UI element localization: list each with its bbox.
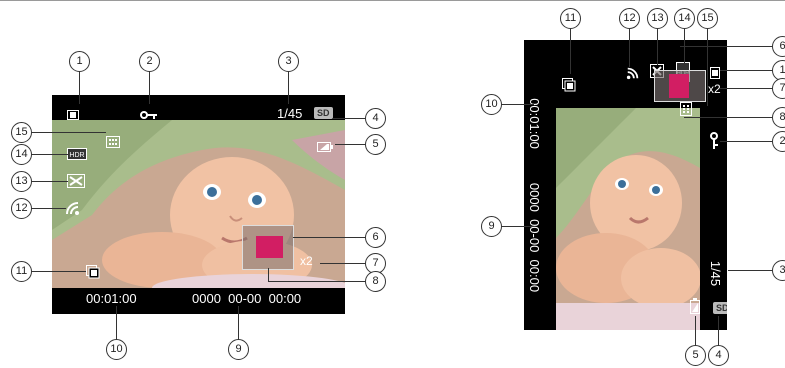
face-detect-icon: [106, 135, 120, 153]
leader-line-12: [30, 208, 66, 209]
leader-line-3: [288, 70, 289, 104]
right-zoom-ratio: x2: [708, 82, 721, 96]
right-frame-count: 1/45: [708, 260, 724, 287]
left-date-time: 0000 00-00 00:00: [192, 291, 302, 306]
left-sd-card-badge: SD: [314, 107, 333, 119]
battery-icon: [317, 139, 333, 157]
callout-10: 10: [106, 339, 127, 360]
wifi-signal-icon: [65, 201, 81, 220]
leader-line-r4: [718, 316, 719, 346]
leader-line-r12: [629, 29, 630, 67]
leader-line-5: [335, 144, 366, 145]
callout-r13: 13: [647, 8, 668, 29]
callout-r4: 4: [708, 345, 729, 366]
callout-r14: 14: [674, 8, 695, 29]
right-date-time: 0000 00-00 00:00: [527, 182, 543, 293]
callout-r5: 5: [685, 345, 706, 366]
callout-13: 13: [11, 171, 32, 192]
leader-line-2: [149, 70, 150, 104]
leader-line-8a: [268, 268, 269, 281]
callout-r6: 6: [772, 36, 785, 57]
right-lcd-screen: HDR x2 00:01:00 0000 00-00 00:00 1/45 SD: [524, 40, 727, 330]
left-elapsed-time: 00:01:00: [86, 291, 137, 306]
leader-line-6: [293, 237, 366, 238]
leader-line-r7: [720, 88, 773, 89]
protect-key-icon: [708, 132, 720, 155]
battery-icon: [690, 298, 700, 319]
right-sd-card-badge: SD: [713, 302, 727, 314]
callout-15: 15: [11, 122, 32, 143]
leader-line-11: [30, 271, 86, 272]
leader-line-7: [320, 263, 366, 264]
callout-r9: 9: [481, 216, 502, 237]
callout-12: 12: [11, 198, 32, 219]
movie-mode-icon: [67, 107, 79, 125]
callout-r15: 15: [697, 8, 718, 29]
baby-photo-image-rotated: [556, 108, 700, 330]
leader-line-r6: [680, 46, 773, 47]
leader-line-r3: [728, 270, 773, 271]
callout-8: 8: [365, 271, 386, 292]
wifi-signal-icon: [626, 66, 640, 85]
continuous-shot-icon: [562, 78, 576, 97]
left-zoom-indicator: [242, 225, 294, 270]
callout-3: 3: [278, 51, 299, 72]
stabilizer-icon: [67, 174, 85, 193]
leader-line-r2: [720, 141, 773, 142]
leader-line-8b: [268, 281, 366, 282]
callout-1: 1: [69, 51, 90, 72]
callout-6: 6: [365, 227, 386, 248]
leader-line-4: [333, 118, 366, 119]
callout-5: 5: [365, 134, 386, 155]
svg-text:HDR: HDR: [69, 152, 84, 159]
hdr-icon: HDR: [67, 147, 87, 165]
callout-r12: 12: [619, 8, 640, 29]
leader-line-14: [30, 154, 68, 155]
callout-11: 11: [11, 261, 32, 282]
leader-line-r9: [500, 226, 534, 227]
leader-line-r8: [684, 117, 773, 118]
leader-line-10: [116, 306, 117, 340]
callout-r3: 3: [772, 260, 785, 281]
right-zoom-area: [669, 74, 689, 98]
movie-mode-icon: [710, 66, 720, 84]
leader-line-r1: [720, 70, 773, 71]
leader-line-9: [238, 306, 239, 340]
callout-2: 2: [139, 51, 160, 72]
leader-line-15: [30, 132, 106, 133]
leader-line-13: [30, 181, 68, 182]
callout-r8: 8: [772, 107, 785, 128]
callout-14: 14: [11, 144, 32, 165]
left-lcd-screen: 1/45 SD HDR x2 00:01:00 0000 00-00 00:00: [52, 95, 345, 314]
callout-r7: 7: [772, 78, 785, 99]
top-divider: [0, 0, 785, 1]
leader-line-r10: [500, 104, 534, 105]
leader-line-1: [79, 70, 80, 104]
continuous-shot-icon: [86, 265, 100, 284]
right-elapsed-time: 00:01:00: [526, 98, 542, 149]
callout-9: 9: [228, 339, 249, 360]
callout-r2: 2: [772, 131, 785, 152]
left-zoom-ratio: x2: [300, 254, 313, 268]
left-frame-count: 1/45: [277, 106, 303, 121]
protect-key-icon: [140, 107, 158, 125]
callout-r11: 11: [560, 8, 581, 29]
right-zoom-indicator: [654, 70, 706, 102]
right-baby-photo: [556, 108, 700, 330]
callout-r10: 10: [481, 94, 502, 115]
leader-line-r11: [570, 29, 571, 74]
leader-line-r15: [707, 29, 708, 106]
callout-4: 4: [365, 108, 386, 129]
left-zoom-area: [256, 236, 283, 258]
leader-line-r13: [657, 29, 658, 65]
face-detect-icon: [680, 102, 692, 121]
leader-line-r5: [695, 316, 696, 346]
